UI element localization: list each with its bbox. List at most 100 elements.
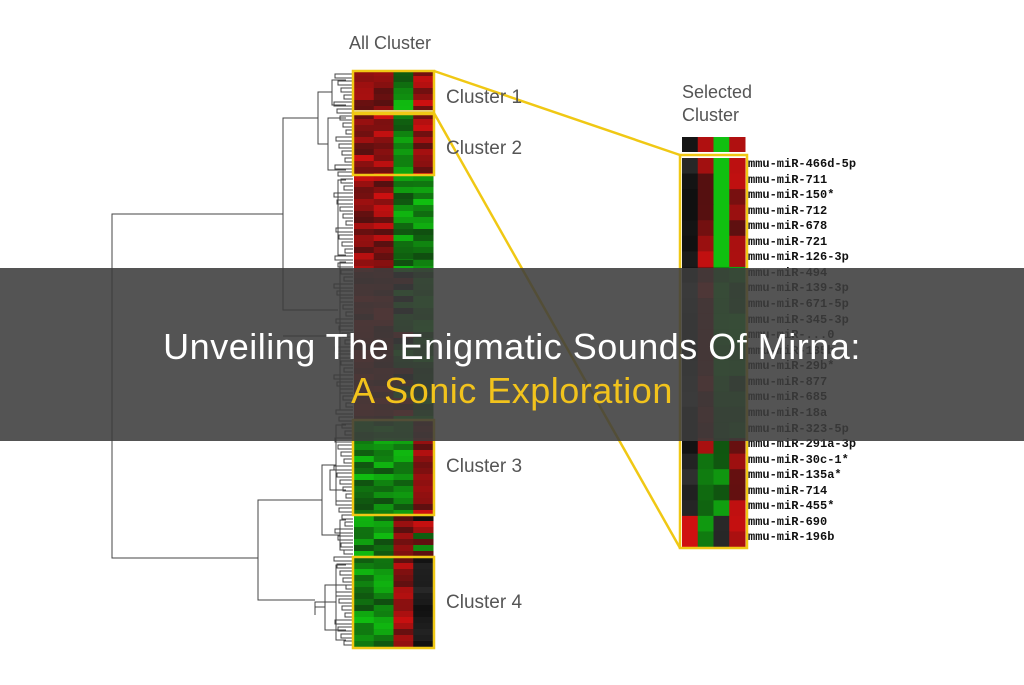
heatmap-cell (354, 456, 375, 463)
heatmap-cell (393, 438, 414, 445)
heatmap-cell (373, 444, 394, 451)
heatmap-cell (373, 498, 394, 505)
heatmap-cell (413, 155, 434, 162)
mirna-label: mmu-miR-711 (748, 172, 828, 187)
selected-heatmap-cell (713, 453, 730, 470)
heatmap-cell (413, 161, 434, 168)
heatmap-cell (393, 462, 414, 469)
heatmap-cell (354, 575, 375, 582)
heatmap-cell (393, 635, 414, 642)
heatmap-cell (413, 211, 434, 218)
heatmap-cell (393, 611, 414, 618)
heatmap-cell (354, 143, 375, 150)
heatmap-cell (373, 617, 394, 624)
selected-heatmap-cell (697, 531, 714, 548)
heatmap-cell (373, 605, 394, 612)
heatmap-cell (373, 581, 394, 588)
selected-heatmap-cell (682, 531, 699, 548)
heatmap-cell (393, 486, 414, 493)
heatmap-cell (413, 175, 434, 182)
heatmap-cell (373, 155, 394, 162)
heatmap-cell (373, 635, 394, 642)
heatmap-cell (354, 527, 375, 534)
selected-heatmap-cell (682, 220, 699, 237)
dendrogram-branch (340, 87, 353, 93)
heatmap-cell (393, 492, 414, 499)
heatmap-cell (354, 100, 375, 107)
heatmap-cell (373, 187, 394, 194)
mirna-label: mmu-miR-196b (748, 530, 835, 545)
dendrogram-branch (343, 458, 353, 464)
heatmap-cell (373, 125, 394, 132)
heatmap-cell (373, 641, 394, 648)
heatmap-cell (413, 444, 434, 451)
heatmap-cell (373, 253, 394, 260)
heatmap-cell (373, 593, 394, 600)
heatmap-cell (373, 563, 394, 570)
heatmap-cell (413, 100, 434, 107)
dendrogram-branch (341, 241, 353, 247)
heatmap-cell (354, 131, 375, 138)
heatmap-cell (393, 599, 414, 606)
heatmap-cell (393, 106, 414, 113)
heatmap-cell (393, 181, 414, 188)
heatmap-cell (393, 217, 414, 224)
heatmap-cell (354, 492, 375, 499)
dendrogram-branch (337, 535, 353, 541)
heatmap-cell (413, 193, 434, 200)
heatmap-cell (373, 82, 394, 89)
dendrogram-branch (336, 472, 353, 478)
heatmap-cell (373, 76, 394, 83)
selected-heatmap-cell (682, 469, 699, 486)
selected-heatmap-cell (682, 453, 699, 470)
heatmap-cell (393, 119, 414, 126)
cluster-highlight-box (351, 112, 436, 177)
heatmap-cell (354, 137, 375, 144)
heatmap-cell (413, 88, 434, 95)
heatmap-cell (373, 504, 394, 511)
heatmap-cell (373, 515, 394, 522)
cluster-highlight-box (351, 555, 436, 650)
heatmap-cell (393, 211, 414, 218)
selected-heatmap-cell (697, 500, 714, 517)
heatmap-cell (393, 641, 414, 648)
heatmap-cell (373, 557, 394, 564)
dendrogram-branch (337, 171, 353, 177)
heatmap-cell (413, 119, 434, 126)
dendrogram-branch (333, 556, 353, 562)
banner-title-line2: A Sonic Exploration (351, 370, 673, 411)
heatmap-cell (373, 629, 394, 636)
selected-heatmap-cell (713, 500, 730, 517)
selected-heatmap-cell (697, 469, 714, 486)
heatmap-cell (393, 241, 414, 248)
heatmap-cell (373, 167, 394, 174)
heatmap-cell (393, 569, 414, 576)
heatmap-cell (413, 468, 434, 475)
heatmap-cell (413, 167, 434, 174)
heatmap-cell (413, 149, 434, 156)
dendrogram-branch (345, 584, 353, 590)
heatmap-cell (354, 635, 375, 642)
heatmap-cell (354, 205, 375, 212)
dendrogram-branch (343, 185, 353, 191)
selected-heatmap-cell (697, 235, 714, 252)
heatmap-cell (393, 137, 414, 144)
heatmap-cell (393, 563, 414, 570)
dendrogram-branch (334, 528, 353, 534)
heatmap-cell (354, 175, 375, 182)
heatmap-cell (354, 229, 375, 236)
selected-heatmap-cell (682, 251, 699, 268)
heatmap-cell (413, 223, 434, 230)
heatmap-cell (354, 82, 375, 89)
heatmap-cell (354, 199, 375, 206)
selected-header-cell (713, 137, 730, 152)
heatmap-cell (393, 149, 414, 156)
heatmap-cell (413, 629, 434, 636)
heatmap-cell (413, 82, 434, 89)
heatmap-cell (413, 557, 434, 564)
heatmap-cell (354, 629, 375, 636)
mirna-label: mmu-miR-678 (748, 219, 828, 234)
heatmap-cell (413, 113, 434, 120)
selected-heatmap-cell (682, 204, 699, 221)
heatmap-cell (413, 498, 434, 505)
